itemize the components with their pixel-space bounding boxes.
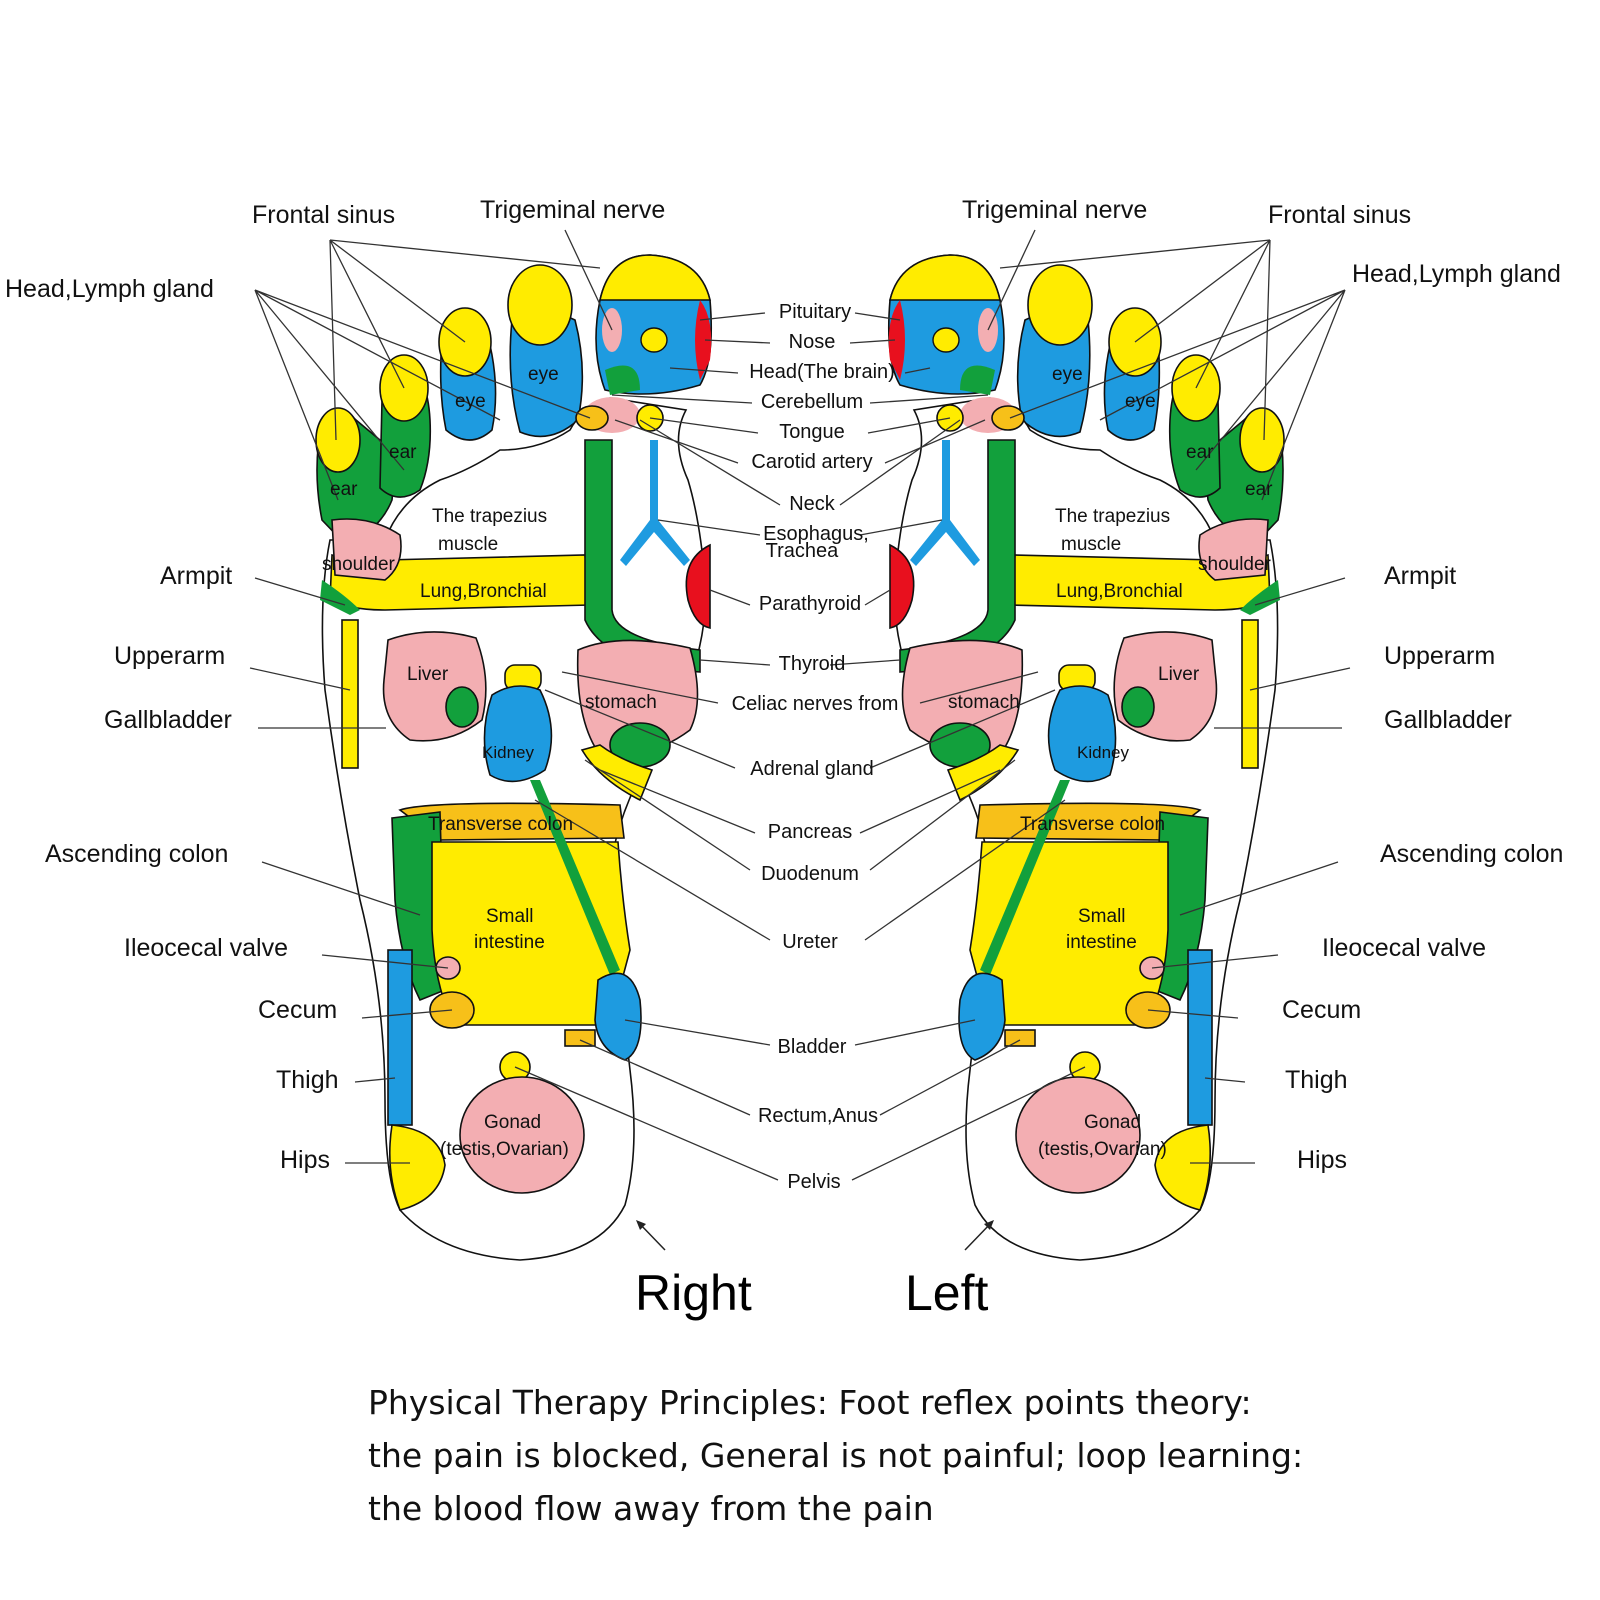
head-lymph-gland-label: Head,Lymph gland <box>1352 260 1561 288</box>
gonad-label: Gonad <box>484 1112 541 1133</box>
gonad-label: (testis,Ovarian) <box>440 1139 569 1160</box>
trigeminal-nerve-label: Trigeminal nerve <box>962 196 1147 224</box>
left-foot <box>887 254 1285 1261</box>
ileocecal-valve-label: Ileocecal valve <box>124 934 288 962</box>
hips-label: Hips <box>280 1146 330 1174</box>
shoulder-label: shoulder <box>322 554 396 575</box>
eye-label: eye <box>528 364 559 385</box>
small-intestine-label: intestine <box>1066 932 1137 953</box>
duodenum-label: Duodenum <box>761 863 859 885</box>
toe-5 <box>315 407 394 546</box>
liver-label: Liver <box>1158 664 1200 685</box>
kidney-label: Kidney <box>1077 743 1129 762</box>
gonad-label: Gonad <box>1084 1112 1141 1133</box>
cerebellum-label: Cerebellum <box>761 391 863 413</box>
frontal-sinus-label: Frontal sinus <box>1268 201 1411 229</box>
parathyroid-label: Parathyroid <box>759 593 861 615</box>
nose-label: Nose <box>789 331 836 353</box>
center-labels: Pituitary Nose Head(The brain) Cerebellu… <box>732 301 899 1193</box>
gallbladder-label: Gallbladder <box>104 706 232 734</box>
cecum-label: Cecum <box>258 996 337 1024</box>
lung-label: Lung,Bronchial <box>420 581 547 602</box>
frontal-sinus-label: Frontal sinus <box>252 201 395 229</box>
armpit-label: Armpit <box>1384 562 1456 590</box>
ascending-colon-label: Ascending colon <box>45 840 228 868</box>
side-labels-left: Frontal sinus Trigeminal nerve Head,Lymp… <box>5 196 665 1174</box>
toe-3 <box>438 307 497 441</box>
eye-label: eye <box>455 391 486 412</box>
ureter-label: Ureter <box>782 931 838 953</box>
pancreas-label: Pancreas <box>768 821 853 843</box>
ileocecal-valve-label: Ileocecal valve <box>1322 934 1486 962</box>
pituitary-label: Pituitary <box>779 301 851 323</box>
toe-4 <box>379 354 432 498</box>
upperarm-label: Upperarm <box>114 642 225 670</box>
liver-label: Liver <box>407 664 449 685</box>
trigeminal-nerve-label: Trigeminal nerve <box>480 196 665 224</box>
upperarm-zone <box>341 619 359 769</box>
ear-label: ear <box>1245 479 1273 500</box>
ascending-colon-label: Ascending colon <box>1380 840 1563 868</box>
right-foot-labels: eye eye ear ear The trapezius muscle sho… <box>322 364 657 1160</box>
rectum-anus-label: Rectum,Anus <box>758 1105 878 1127</box>
leader-lines <box>249 229 1351 1181</box>
caption-line: Physical Therapy Principles: Foot reflex… <box>368 1383 1252 1422</box>
trapezius-label: The trapezius <box>1055 506 1170 527</box>
eye-label: eye <box>1052 364 1083 385</box>
caption: Physical Therapy Principles: Foot reflex… <box>368 1376 1518 1535</box>
carotid-artery-label: Carotid artery <box>751 451 872 473</box>
trapezius-label: muscle <box>1061 534 1121 555</box>
upperarm-label: Upperarm <box>1384 642 1495 670</box>
left-foot-title: Left <box>905 1265 989 1321</box>
hips-label: Hips <box>1297 1146 1347 1174</box>
trapezius-label: The trapezius <box>432 506 547 527</box>
trapezius-label: muscle <box>438 534 498 555</box>
thyroid-label: Thyroid <box>779 653 846 675</box>
arrow-icon <box>964 1220 994 1251</box>
right-foot-title: Right <box>635 1265 752 1321</box>
kidney-label: Kidney <box>482 743 534 762</box>
celiac-nerves-label: Celiac nerves from <box>732 693 899 715</box>
stomach-label: stomach <box>948 692 1020 713</box>
adrenal-gland-label: Adrenal gland <box>750 758 873 780</box>
bladder-label: Bladder <box>778 1036 847 1058</box>
small-intestine-label: Small <box>1078 906 1126 927</box>
thigh-label: Thigh <box>276 1066 339 1094</box>
cecum-label: Cecum <box>1282 996 1361 1024</box>
tongue-label: Tongue <box>779 421 845 443</box>
small-intestine-label: Small <box>486 906 534 927</box>
armpit-label: Armpit <box>160 562 232 590</box>
caption-line: the blood flow away from the pain <box>368 1489 934 1528</box>
trachea-label: Trachea <box>766 540 840 562</box>
thigh-label: Thigh <box>1285 1066 1348 1094</box>
eye-label: eye <box>1125 391 1156 412</box>
head-lymph-gland-label: Head,Lymph gland <box>5 275 214 303</box>
shoulder-label: shoulder <box>1198 554 1272 575</box>
side-labels-right: Trigeminal nerve Frontal sinus Head,Lymp… <box>962 196 1563 1174</box>
transverse-colon-label: Transverse colon <box>1020 814 1165 835</box>
ear-label: ear <box>389 442 417 463</box>
small-intestine-label: intestine <box>474 932 545 953</box>
lung-label: Lung,Bronchial <box>1056 581 1183 602</box>
caption-line: the pain is blocked, General is not pain… <box>368 1436 1304 1475</box>
right-foot <box>315 254 713 1261</box>
pelvis-label: Pelvis <box>787 1171 840 1193</box>
left-foot-labels: eye eye ear ear The trapezius muscle sho… <box>948 364 1273 1160</box>
head-brain-label: Head(The brain) <box>749 361 895 383</box>
ear-label: ear <box>1186 442 1214 463</box>
ear-label: ear <box>330 479 358 500</box>
neck-label: Neck <box>789 493 836 515</box>
esophagus-label: Esophagus, <box>763 523 869 545</box>
big-toe <box>595 254 713 395</box>
gallbladder-label: Gallbladder <box>1384 706 1512 734</box>
stomach-label: stomach <box>585 692 657 713</box>
gonad-label: (testis,Ovarian) <box>1038 1139 1167 1160</box>
transverse-colon-label: Transverse colon <box>428 814 573 835</box>
toe-2 <box>507 264 584 438</box>
arrow-icon <box>636 1220 666 1251</box>
